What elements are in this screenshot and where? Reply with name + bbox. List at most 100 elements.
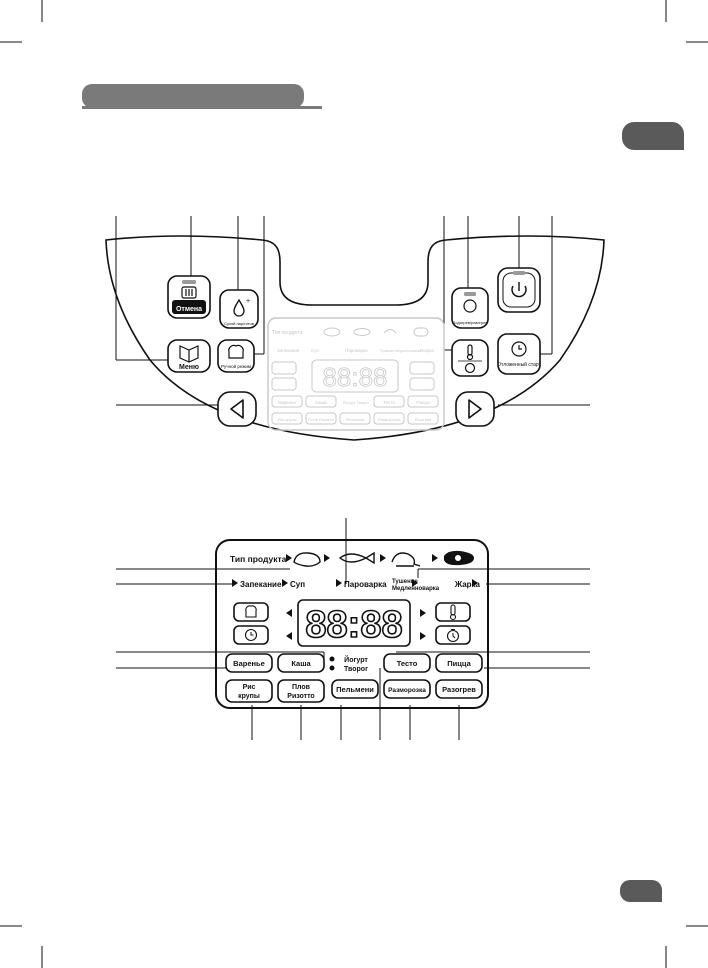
button-jam: Варенье bbox=[225, 653, 273, 673]
svg-text:Тесто: Тесто bbox=[397, 659, 418, 668]
page-number-tab bbox=[620, 880, 662, 902]
warm-icon bbox=[463, 299, 477, 313]
svg-text:Варенье: Варенье bbox=[278, 400, 296, 405]
keep-warm-button[interactable]: Подогрев/разогрев bbox=[451, 287, 489, 329]
svg-text:Йогурт: Йогурт bbox=[344, 655, 368, 664]
svg-text:+: + bbox=[246, 298, 250, 305]
program-fry: Жарка bbox=[454, 580, 481, 589]
program-arrows bbox=[232, 579, 478, 587]
svg-text:Плов Ризотто: Плов Ризотто bbox=[308, 417, 334, 422]
program-stew-line2: Медленноварка bbox=[392, 586, 440, 592]
cancel-label: Отмена bbox=[176, 306, 202, 313]
lcd-display: Тип продукта Запекание Суп Пароварка Туш… bbox=[215, 539, 489, 709]
side-tab bbox=[622, 122, 684, 150]
steam-button[interactable]: + Сухой пар/готов bbox=[219, 289, 259, 329]
svg-text:Разморозка: Разморозка bbox=[388, 687, 426, 694]
button-dough: Тесто bbox=[383, 653, 431, 673]
clock-icon bbox=[511, 341, 527, 357]
delayed-start-button[interactable]: Отложенный старт bbox=[497, 333, 542, 375]
svg-text:Рис крупы: Рис крупы bbox=[278, 417, 297, 422]
svg-text:Запекание: Запекание bbox=[277, 348, 300, 353]
fish-icon bbox=[338, 551, 375, 565]
timer-indicator bbox=[435, 625, 471, 645]
svg-text:Разогрев: Разогрев bbox=[442, 685, 476, 694]
clock-indicator bbox=[233, 625, 269, 645]
svg-text:Тесто: Тесто bbox=[383, 400, 395, 405]
svg-text:Пицца: Пицца bbox=[447, 659, 471, 668]
right-indicator-arrow-2 bbox=[420, 632, 426, 640]
svg-text:Пельмени: Пельмени bbox=[346, 417, 365, 422]
svg-text:Ризотто: Ризотто bbox=[287, 693, 314, 700]
thermometer-icon bbox=[449, 604, 457, 621]
button-pizza: Пицца bbox=[435, 653, 483, 673]
left-indicator-arrow-2 bbox=[286, 632, 292, 640]
clock-icon bbox=[244, 628, 258, 642]
menu-button[interactable]: Меню bbox=[167, 339, 211, 373]
thermometer-icon bbox=[466, 344, 474, 361]
triangle-left-icon bbox=[230, 399, 244, 419]
header-bar bbox=[82, 84, 304, 108]
svg-text:Каша: Каша bbox=[291, 659, 311, 668]
temp-timer-button[interactable] bbox=[451, 339, 489, 377]
button-porridge: Каша bbox=[277, 653, 325, 673]
svg-text:крупы: крупы bbox=[238, 693, 260, 700]
svg-text:Рис: Рис bbox=[243, 684, 256, 691]
manual-button[interactable]: Ручной режим bbox=[217, 339, 255, 373]
power-icon bbox=[511, 282, 527, 298]
product-arrows bbox=[286, 554, 438, 562]
left-indicator-arrow-1 bbox=[286, 609, 292, 617]
mini-food-icons bbox=[323, 327, 429, 337]
mini-program-row: Запекание Суп Пароварка Тушение Медленно… bbox=[277, 348, 434, 353]
svg-text:Разморозка: Разморозка bbox=[378, 417, 401, 422]
bottom-callouts bbox=[116, 518, 590, 740]
chef-hat-icon bbox=[245, 605, 257, 618]
button-dumplings: Пельмени bbox=[331, 679, 379, 699]
power-button[interactable] bbox=[497, 267, 541, 313]
program-steam: Пароварка bbox=[344, 580, 387, 589]
keep-warm-label: Подогрев/разогрев bbox=[452, 320, 487, 325]
digits-readout: 88:88 bbox=[305, 604, 402, 646]
cancel-button[interactable]: Отмена bbox=[167, 275, 211, 319]
mini-product-label: Тип продукта bbox=[272, 330, 303, 336]
yogurt-indicator: Йогурт Творог bbox=[329, 655, 368, 673]
stopwatch-icon bbox=[446, 629, 460, 643]
chef-hat-icon bbox=[228, 344, 244, 359]
svg-text:Пельмени: Пельмени bbox=[336, 685, 374, 694]
top-callouts bbox=[115, 216, 590, 406]
mini-buttons-row2: Рис крупы Плов Ризотто Пельмени Размороз… bbox=[271, 412, 439, 425]
triangle-right-icon bbox=[468, 399, 482, 419]
digits-frame bbox=[297, 599, 411, 647]
heater-icon bbox=[181, 286, 197, 299]
right-arrow-button[interactable] bbox=[455, 391, 495, 427]
meat-icon bbox=[293, 552, 321, 567]
program-stew-line1: Тушение bbox=[392, 579, 418, 585]
steam-label: Сухой пар/готов bbox=[224, 321, 254, 326]
mini-display: Тип продукта Запекание Суп Пароварка Туш… bbox=[267, 317, 445, 431]
temperature-indicator bbox=[435, 602, 471, 622]
svg-text:Каша: Каша bbox=[315, 400, 327, 405]
mini-digits: 88:88 bbox=[322, 362, 387, 392]
svg-text:Пицца: Пицца bbox=[416, 400, 430, 405]
product-type-label: Тип продукта bbox=[230, 554, 287, 564]
right-indicator-arrow-1 bbox=[420, 609, 426, 617]
svg-text:Суп: Суп bbox=[311, 348, 319, 353]
menu-label: Меню bbox=[179, 364, 199, 371]
button-reheat: Разогрев bbox=[435, 679, 483, 699]
svg-text:Тушение Медленноварка: Тушение Медленноварка bbox=[380, 349, 421, 353]
mini-buttons-row1: Варенье Каша Йогурт Творог Тесто Пицца bbox=[271, 395, 439, 408]
svg-text:Жарка: Жарка bbox=[420, 348, 434, 353]
button-rice: Рис крупы bbox=[225, 679, 273, 703]
delayed-start-label: Отложенный старт bbox=[497, 361, 541, 368]
steak-icon bbox=[444, 550, 474, 566]
svg-text:Разогрев: Разогрев bbox=[415, 417, 432, 422]
left-arrow-button[interactable] bbox=[217, 391, 257, 427]
svg-text:Йогурт Творог: Йогурт Творог bbox=[343, 400, 370, 405]
drop-icon bbox=[233, 298, 245, 317]
program-bake: Запекание bbox=[240, 580, 282, 589]
stopwatch-icon bbox=[464, 362, 476, 374]
svg-text:Плов: Плов bbox=[292, 684, 311, 691]
svg-text:Пароварка: Пароварка bbox=[345, 348, 368, 353]
book-icon bbox=[179, 345, 199, 363]
